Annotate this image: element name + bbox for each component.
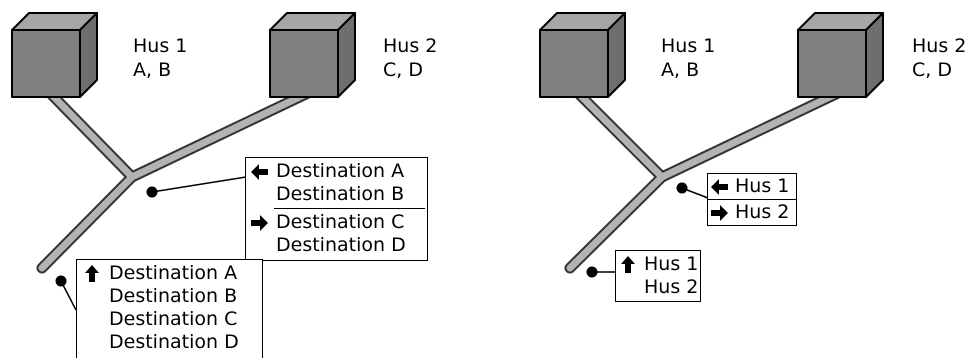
road-fill xyxy=(566,89,842,272)
sign-row: Hus 1 xyxy=(711,175,792,198)
sign-row: Destination A xyxy=(251,160,423,183)
up-arrow-icon xyxy=(621,256,635,273)
sign-row: Hus 2 xyxy=(711,201,792,224)
sign-row: Destination A xyxy=(85,262,258,285)
sign-row: Destination C xyxy=(109,308,258,331)
right-arrow-icon xyxy=(711,205,728,221)
road-network-right xyxy=(564,87,844,274)
sign-row: Destination B xyxy=(276,183,423,206)
sign-text: Destination A xyxy=(276,160,405,182)
house-name: Hus 2 xyxy=(383,35,438,57)
sign-text: Destination D xyxy=(109,331,239,353)
house-1-label: Hus 1 A, B xyxy=(661,34,715,82)
house-destinations: A, B xyxy=(133,59,172,81)
house-2-label: Hus 2 C, D xyxy=(912,34,966,82)
house-destinations: C, D xyxy=(912,59,952,81)
road-network-left xyxy=(36,87,314,274)
sign-row: Destination B xyxy=(109,285,258,308)
right-diagram xyxy=(539,12,884,278)
house-name: Hus 1 xyxy=(133,35,188,57)
road-fill xyxy=(38,89,312,272)
house-2-cube xyxy=(269,12,356,98)
sign-row: Destination D xyxy=(109,331,258,354)
entrance-sign: Destination A Destination B Destination … xyxy=(76,259,263,358)
left-arrow-icon xyxy=(251,164,268,180)
house-destinations: C, D xyxy=(383,59,423,81)
sign-text: Hus 2 xyxy=(644,276,699,298)
sign-text: Destination C xyxy=(276,211,405,233)
house-destinations: A, B xyxy=(661,59,700,81)
road-edge xyxy=(564,87,844,274)
sign-text: Hus 1 xyxy=(735,175,790,197)
sign-text: Destination B xyxy=(109,285,238,307)
sign-text: Destination B xyxy=(276,183,405,205)
house-2-cube xyxy=(797,12,884,98)
sign-divider xyxy=(708,199,796,200)
left-diagram xyxy=(11,12,356,311)
right-arrow-icon xyxy=(251,215,268,231)
sign-row: Hus 1 xyxy=(621,253,699,276)
sign-divider xyxy=(274,208,425,209)
house-name: Hus 2 xyxy=(912,35,967,57)
entrance-sign-pointer xyxy=(55,275,77,311)
sign-row: Hus 2 xyxy=(644,276,699,299)
house-name: Hus 1 xyxy=(661,35,716,57)
sign-text: Hus 2 xyxy=(735,201,790,223)
sign-text: Destination A xyxy=(109,262,238,284)
junction-sign-pointer xyxy=(676,182,709,199)
entrance-sign: Hus 1 Hus 2 xyxy=(615,250,701,302)
left-arrow-icon xyxy=(711,179,728,195)
sign-text: Destination D xyxy=(276,234,406,256)
sign-text: Hus 1 xyxy=(644,253,699,275)
sign-row: Destination D xyxy=(276,234,423,257)
junction-sign: Destination A Destination B Destination … xyxy=(245,157,428,261)
junction-sign-pointer xyxy=(146,176,247,198)
up-arrow-icon xyxy=(85,265,99,282)
house-1-label: Hus 1 A, B xyxy=(133,34,187,82)
house-1-cube xyxy=(539,12,626,98)
house-1-cube xyxy=(11,12,98,98)
junction-sign: Hus 1 Hus 2 xyxy=(707,173,797,226)
sign-row: Destination C xyxy=(251,211,423,234)
house-2-label: Hus 2 C, D xyxy=(383,34,437,82)
entrance-sign-pointer xyxy=(586,266,615,278)
sign-text: Destination C xyxy=(109,308,238,330)
